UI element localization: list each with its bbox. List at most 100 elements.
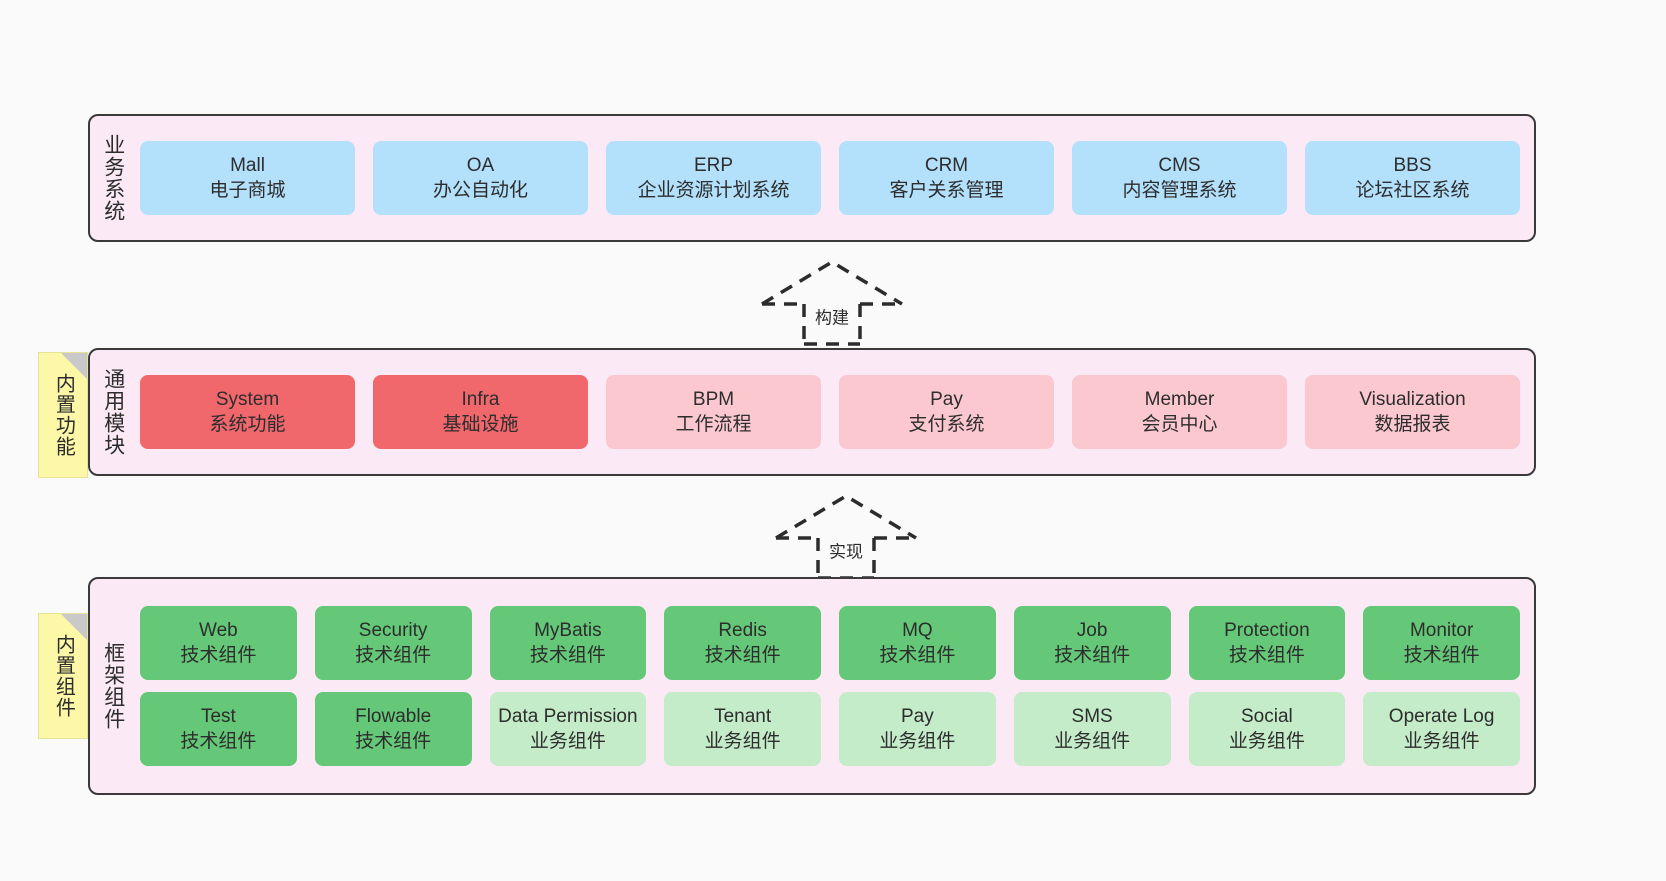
- node-job[interactable]: Job 技术组件: [1013, 606, 1171, 680]
- node-subtitle: 技术组件: [180, 645, 257, 666]
- node-subtitle: 技术组件: [355, 731, 432, 752]
- note-label: 内置功能: [52, 373, 75, 457]
- node-subtitle: 支付系统: [908, 414, 985, 435]
- node-sms[interactable]: SMS 业务组件: [1013, 692, 1171, 766]
- node-title: Data Permission: [498, 705, 638, 727]
- node-title: Protection: [1224, 619, 1310, 641]
- node-title: BBS: [1393, 154, 1432, 176]
- node-title: SMS: [1071, 705, 1113, 727]
- layer-business-systems[interactable]: 业务系统 Mall 电子商城 OA 办公自动化 ERP 企业资源计划系统 CRM…: [88, 114, 1536, 242]
- node-title: Infra: [461, 388, 500, 410]
- node-title: CRM: [924, 154, 969, 176]
- node-subtitle: 技术组件: [1054, 645, 1131, 666]
- connector-implement: 实现: [766, 490, 926, 580]
- node-subtitle: 业务组件: [1228, 731, 1305, 752]
- node-tenant[interactable]: Tenant 业务组件: [664, 692, 821, 766]
- layer-body-framework-components: Web 技术组件 Security 技术组件 MyBatis 技术组件 Redi…: [136, 579, 1534, 793]
- layer-body-business-systems: Mall 电子商城 OA 办公自动化 ERP 企业资源计划系统 CRM 客户关系…: [136, 116, 1534, 240]
- node-title: Test: [200, 705, 236, 727]
- layer-label-common-modules: 通用模块: [101, 368, 125, 456]
- node-oa[interactable]: OA 办公自动化: [373, 141, 588, 215]
- node-mq[interactable]: MQ 技术组件: [839, 606, 996, 680]
- node-cms[interactable]: CMS 内容管理系统: [1072, 141, 1287, 215]
- node-title: OA: [466, 154, 495, 176]
- node-mybatis[interactable]: MyBatis 技术组件: [489, 606, 647, 680]
- node-subtitle: 企业资源计划系统: [637, 180, 790, 201]
- node-pay-module[interactable]: Pay 支付系统: [839, 375, 1054, 449]
- node-title: Tenant: [714, 705, 772, 727]
- note-builtin-components: 内置组件: [38, 613, 88, 739]
- node-bbs[interactable]: BBS 论坛社区系统: [1305, 141, 1520, 215]
- node-title: ERP: [693, 154, 734, 176]
- node-system[interactable]: System 系统功能: [140, 375, 355, 449]
- node-bpm[interactable]: BPM 工作流程: [606, 375, 821, 449]
- node-title: CMS: [1158, 154, 1201, 176]
- node-subtitle: 技术组件: [529, 645, 606, 666]
- node-title: Web: [199, 619, 238, 641]
- node-pay-component[interactable]: Pay 业务组件: [839, 692, 996, 766]
- connector-implement-arrow: [775, 493, 917, 580]
- node-visualization[interactable]: Visualization 数据报表: [1305, 375, 1520, 449]
- node-subtitle: 办公自动化: [432, 180, 528, 201]
- layer-label-business-systems: 业务系统: [101, 134, 125, 222]
- node-subtitle: 系统功能: [209, 414, 286, 435]
- node-title: Security: [358, 619, 428, 641]
- node-row: System 系统功能 Infra 基础设施 BPM 工作流程 Pay 支付系统…: [140, 375, 1520, 449]
- node-subtitle: 会员中心: [1141, 414, 1218, 435]
- node-title: Visualization: [1359, 388, 1466, 410]
- node-subtitle: 数据报表: [1374, 414, 1451, 435]
- node-subtitle: 业务组件: [1403, 731, 1480, 752]
- node-subtitle: 技术组件: [1228, 645, 1305, 666]
- layer-body-common-modules: System 系统功能 Infra 基础设施 BPM 工作流程 Pay 支付系统…: [136, 350, 1534, 474]
- node-title: Flowable: [355, 705, 432, 727]
- node-flowable[interactable]: Flowable 技术组件: [314, 692, 472, 766]
- connector-build: 构建: [752, 256, 912, 346]
- node-data-permission[interactable]: Data Permission 业务组件: [489, 692, 647, 766]
- node-subtitle: 业务组件: [1054, 731, 1131, 752]
- node-subtitle: 电子商城: [209, 180, 286, 201]
- node-row: Test 技术组件 Flowable 技术组件 Data Permission …: [140, 692, 1520, 766]
- layer-common-modules[interactable]: 通用模块 System 系统功能 Infra 基础设施 BPM 工作流程 Pay…: [88, 348, 1536, 476]
- connector-build-arrow: [761, 259, 903, 346]
- node-title: Social: [1241, 705, 1293, 727]
- node-redis[interactable]: Redis 技术组件: [664, 606, 821, 680]
- node-title: BPM: [692, 388, 735, 410]
- node-subtitle: 业务组件: [529, 731, 606, 752]
- node-social[interactable]: Social 业务组件: [1188, 692, 1346, 766]
- node-row: Mall 电子商城 OA 办公自动化 ERP 企业资源计划系统 CRM 客户关系…: [140, 141, 1520, 215]
- node-subtitle: 技术组件: [704, 645, 781, 666]
- node-title: MQ: [902, 619, 933, 641]
- node-subtitle: 内容管理系统: [1122, 180, 1237, 201]
- node-subtitle: 客户关系管理: [889, 180, 1004, 201]
- node-subtitle: 工作流程: [675, 414, 752, 435]
- note-fold-corner-icon: [61, 353, 87, 379]
- node-security[interactable]: Security 技术组件: [314, 606, 472, 680]
- node-member[interactable]: Member 会员中心: [1072, 375, 1287, 449]
- node-row: Web 技术组件 Security 技术组件 MyBatis 技术组件 Redi…: [140, 606, 1520, 680]
- node-protection[interactable]: Protection 技术组件: [1188, 606, 1346, 680]
- node-title: Pay: [930, 388, 963, 410]
- node-crm[interactable]: CRM 客户关系管理: [839, 141, 1054, 215]
- node-test[interactable]: Test 技术组件: [140, 692, 297, 766]
- node-operate-log[interactable]: Operate Log 业务组件: [1363, 692, 1520, 766]
- node-title: Mall: [230, 154, 265, 176]
- node-subtitle: 业务组件: [704, 731, 781, 752]
- connector-implement-label: 实现: [829, 542, 863, 562]
- node-title: Member: [1144, 388, 1215, 410]
- node-infra[interactable]: Infra 基础设施: [373, 375, 588, 449]
- note-fold-corner-icon: [61, 614, 87, 640]
- node-web[interactable]: Web 技术组件: [140, 606, 297, 680]
- node-monitor[interactable]: Monitor 技术组件: [1363, 606, 1520, 680]
- node-mall[interactable]: Mall 电子商城: [140, 141, 355, 215]
- connector-build-label: 构建: [815, 308, 849, 328]
- node-erp[interactable]: ERP 企业资源计划系统: [606, 141, 821, 215]
- layer-framework-components[interactable]: 框架组件 Web 技术组件 Security 技术组件 MyBatis 技术组件…: [88, 577, 1536, 795]
- node-subtitle: 基础设施: [442, 414, 519, 435]
- node-title: Redis: [718, 619, 767, 641]
- node-subtitle: 技术组件: [1403, 645, 1480, 666]
- node-subtitle: 技术组件: [355, 645, 432, 666]
- node-title: MyBatis: [534, 619, 602, 641]
- note-builtin-features: 内置功能: [38, 352, 88, 478]
- node-title: Job: [1076, 619, 1108, 641]
